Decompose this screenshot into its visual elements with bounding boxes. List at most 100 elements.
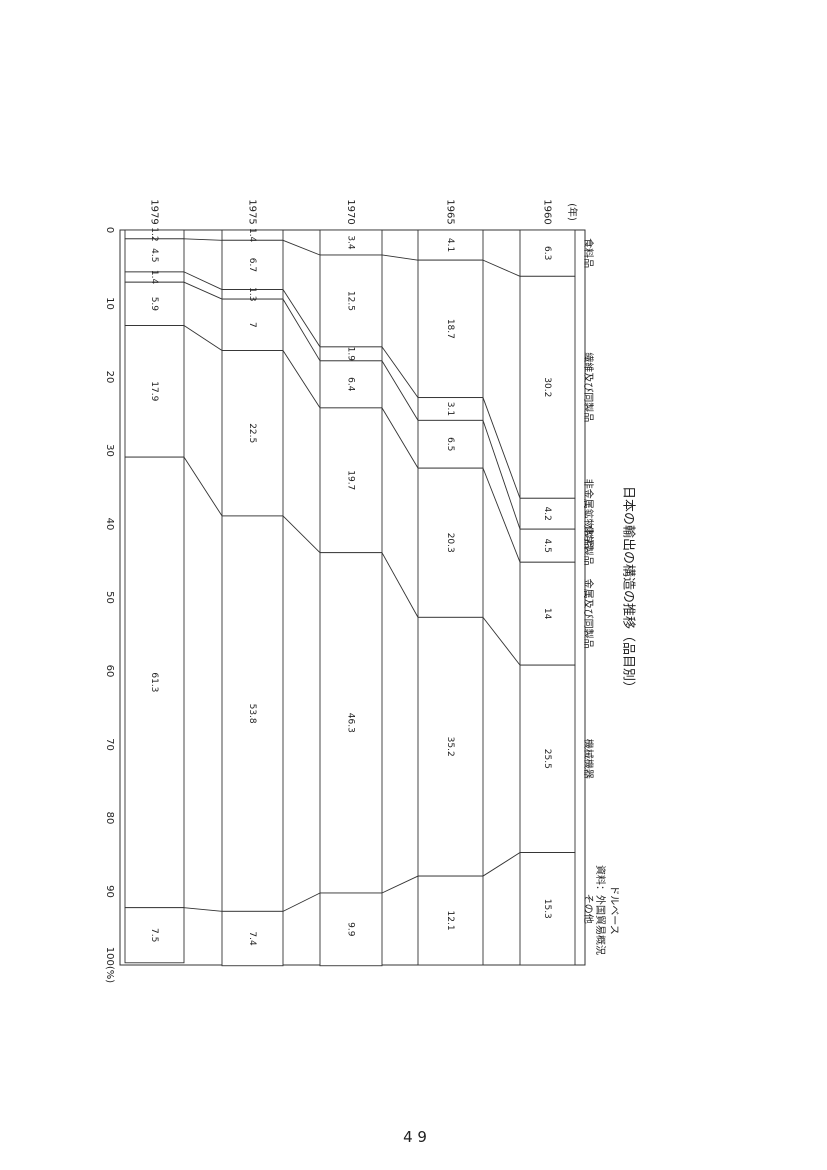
connector-line [183, 325, 223, 351]
year-unit-label: (年) [566, 203, 579, 221]
bar-segment-金属及び同製品-1965 [417, 467, 484, 618]
data-label: 5.9 [149, 297, 159, 312]
data-label: 18.7 [445, 319, 455, 339]
connector-line [482, 420, 521, 530]
series-name-label: 化学製品 [582, 526, 595, 566]
axis-tick-label: 70 [104, 738, 115, 751]
data-label: 6.5 [445, 437, 455, 451]
connector-line [183, 907, 223, 912]
connector-line [482, 397, 521, 499]
year-label: 1970 [345, 199, 356, 224]
data-label: 15.3 [542, 899, 552, 919]
data-label: 7.4 [247, 931, 257, 946]
data-label: 3.4 [346, 235, 356, 250]
data-label: 20.3 [445, 533, 455, 553]
series-name-label: 繊維及び同製品 [582, 352, 595, 422]
data-label: 61.3 [149, 672, 159, 692]
axis-tick-label: 100(%) [104, 947, 115, 983]
data-label: 4.2 [542, 507, 552, 521]
connector-line [482, 617, 521, 666]
data-label: 12.5 [346, 291, 356, 311]
connector-line [183, 271, 223, 290]
data-label: 4.5 [149, 248, 159, 262]
axis-tick-label: 20 [104, 371, 115, 384]
connector-line [482, 259, 521, 277]
data-label: 9.9 [346, 922, 356, 937]
connector-line [381, 360, 419, 421]
data-label: 7.5 [149, 928, 159, 942]
base-note: ドルベース [608, 885, 620, 935]
axis-tick-label: 30 [104, 444, 115, 457]
data-label: 1.4 [149, 270, 159, 285]
data-label: 6.4 [346, 377, 356, 392]
bar-segment-非金属鉱物製品-1960 [519, 497, 576, 530]
connector-line [282, 239, 321, 256]
axis-tick-label: 90 [104, 885, 115, 898]
connector-line [282, 892, 321, 912]
data-label: 30.2 [542, 377, 552, 397]
axis-tick-label: 0 [104, 227, 115, 233]
bar-segment-繊維及び同製品-1975 [221, 239, 284, 290]
bar-segment-金属及び同製品-1960 [519, 561, 576, 666]
connector-line [183, 281, 223, 300]
data-label: 1.3 [247, 287, 257, 301]
data-label: 4.1 [445, 238, 455, 252]
series-name-label: その他 [582, 894, 595, 924]
bar-segment-その他-1965 [417, 875, 484, 966]
axis-tick-label: 10 [104, 297, 115, 310]
bar-segment-機械機器-1960 [519, 664, 576, 853]
data-label: 19.7 [346, 470, 356, 490]
bar-segment-化学製品-1965 [417, 419, 484, 469]
data-label: 1.4 [247, 228, 257, 243]
data-label: 3.1 [445, 402, 455, 416]
bar-segment-食料品-1965 [417, 229, 484, 261]
axis-tick-label: 40 [104, 518, 115, 531]
connector-line [282, 350, 321, 409]
series-name-label: 非金属鉱物製品 [582, 479, 595, 549]
axis-tick-label: 80 [104, 812, 115, 825]
axis-tick-label: 50 [104, 591, 115, 604]
data-label: 35.2 [445, 737, 455, 757]
bar-segment-化学製品-1970 [319, 360, 383, 409]
series-name-label: 機械機器 [582, 739, 595, 779]
bar-segment-繊維及び同製品-1979 [124, 238, 185, 273]
chart-title: 日本の輸出の構造の推移（品目別） [621, 486, 636, 694]
data-label: 1.9 [346, 347, 356, 362]
year-label: 1965 [445, 199, 456, 224]
connector-line [381, 407, 419, 469]
bar-segment-金属及び同製品-1979 [124, 325, 185, 458]
bar-segment-機械機器-1979 [124, 456, 185, 909]
data-label: 7 [247, 322, 257, 328]
year-label: 1979 [149, 199, 160, 224]
bar-segment-食料品-1970 [319, 229, 383, 256]
page-number: 4 9 [403, 1128, 427, 1146]
data-label: 6.7 [247, 258, 257, 272]
data-label: 46.3 [346, 713, 356, 733]
bar-segment-機械機器-1975 [221, 515, 284, 912]
chart-source: 資料：外国貿易概況 [594, 865, 607, 955]
connector-line [183, 456, 223, 517]
data-label: 22.5 [247, 423, 257, 443]
bar-segment-機械機器-1970 [319, 552, 383, 894]
data-label: 14 [542, 608, 552, 620]
series-name-label: 金属及び同製品 [582, 579, 595, 649]
data-label: 6.3 [542, 246, 552, 260]
bar-segment-その他-1979 [124, 907, 185, 964]
data-label: 25.5 [542, 749, 552, 769]
bar-segment-その他-1960 [519, 852, 576, 966]
year-label: 1975 [247, 199, 258, 224]
year-label: 1960 [542, 199, 553, 224]
connector-line [381, 254, 419, 261]
connector-line [282, 298, 321, 362]
series-name-label: 食料品 [582, 238, 595, 268]
bar-segment-機械機器-1965 [417, 616, 484, 877]
bar-segment-その他-1970 [319, 892, 383, 967]
bar-segment-化学製品-1960 [519, 528, 576, 563]
connector-line [282, 289, 321, 348]
data-label: 12.1 [445, 911, 455, 931]
connector-line [381, 346, 419, 398]
connector-line [381, 552, 419, 618]
data-label: 53.8 [247, 704, 257, 724]
